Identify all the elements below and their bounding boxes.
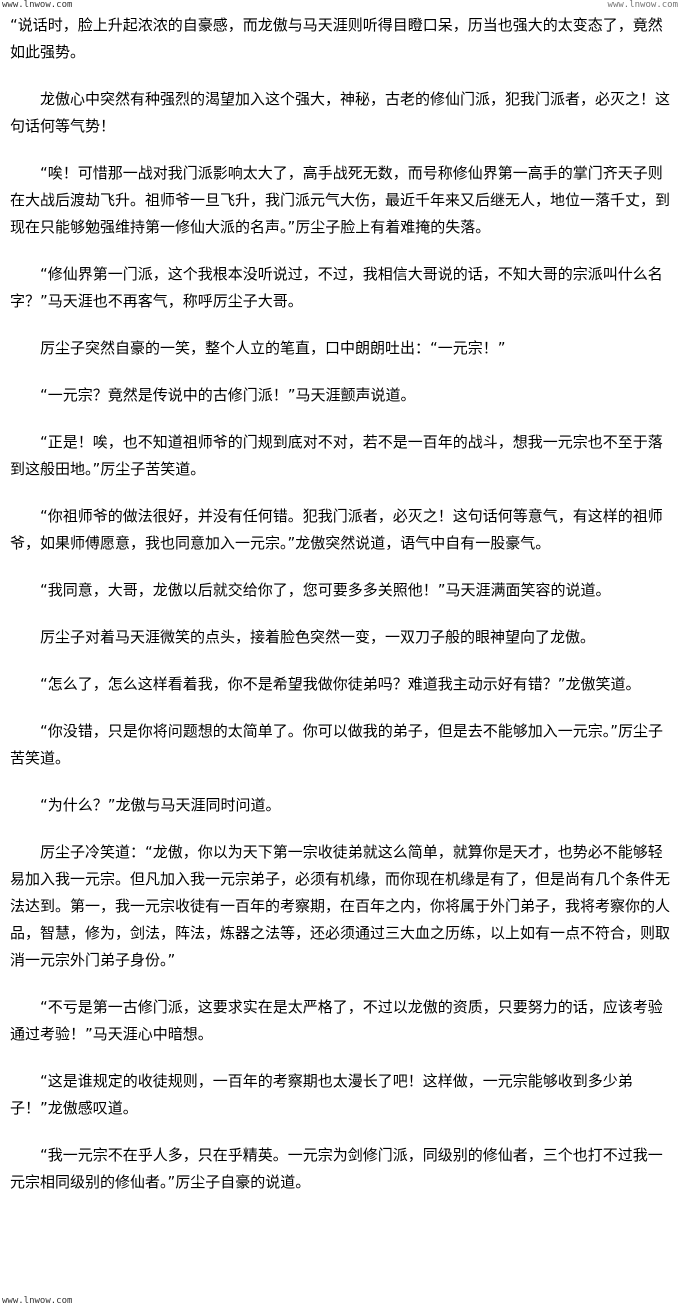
paragraph: 厉尘子冷笑道：“龙傲，你以为天下第一宗收徒弟就这么简单，就算你是天才，也势必不能…: [10, 843, 671, 969]
watermark-top-right: www.lnwow.com: [607, 0, 678, 10]
paragraph: “说话时，脸上升起浓浓的自豪感，而龙傲与马天涯则听得目瞪口呆，历当也强大的太变态…: [10, 16, 663, 61]
paragraph: “这是谁规定的收徒规则，一百年的考察期也太漫长了吧！这样做，一元宗能够收到多少弟…: [10, 1072, 633, 1117]
paragraph: 龙傲心中突然有种强烈的渴望加入这个强大，神秘，古老的修仙门派，犯我门派者，必灭之…: [10, 90, 671, 135]
watermark-top-left: www.lnwow.com: [2, 0, 73, 10]
paragraph: 厉尘子突然自豪的一笑，整个人立的笔直，口中朗朗吐出：“一元宗！”: [40, 339, 506, 357]
paragraph: “一元宗？竟然是传说中的古修门派！”马天涯颤声说道。: [40, 386, 416, 404]
article-body: “说话时，脸上升起浓浓的自豪感，而龙傲与马天涯则听得目瞪口呆，历当也强大的太变态…: [10, 12, 672, 1216]
paragraph: “为什么？”龙傲与马天涯同时问道。: [40, 796, 281, 814]
watermark-bottom-left: www.lnwow.com: [2, 1296, 73, 1306]
paragraph: “你没错，只是你将问题想的太简单了。你可以做我的弟子，但是去不能够加入一元宗。”…: [10, 722, 664, 767]
paragraph: “正是！唉，也不知道祖师爷的门规到底对不对，若不是一百年的战斗，想我一元宗也不至…: [10, 433, 663, 478]
paragraph: “怎么了，怎么这样看着我，你不是希望我做你徒弟吗？难道我主动示好有错？”龙傲笑道…: [40, 675, 641, 693]
paragraph: “我一元宗不在乎人多，只在乎精英。一元宗为剑修门派，同级别的修仙者，三个也打不过…: [10, 1146, 663, 1191]
paragraph: “修仙界第一门派，这个我根本没听说过，不过，我相信大哥说的话，不知大哥的宗派叫什…: [10, 265, 663, 310]
paragraph: “你祖师爷的做法很好，并没有任何错。犯我门派者，必灭之！这句话何等意气，有这样的…: [10, 507, 663, 552]
paragraph: “不亏是第一古修门派，这要求实在是太严格了，不过以龙傲的资质，只要努力的话，应该…: [10, 998, 663, 1043]
paragraph: 厉尘子对着马天涯微笑的点头，接着脸色突然一变，一双刀子般的眼神望向了龙傲。: [40, 628, 596, 646]
paragraph: “唉！可惜那一战对我门派影响太大了，高手战死无数，而号称修仙界第一高手的掌门齐天…: [10, 164, 671, 236]
paragraph: “我同意，大哥，龙傲以后就交给你了，您可要多多关照他！”马天涯满面笑容的说道。: [40, 581, 611, 599]
